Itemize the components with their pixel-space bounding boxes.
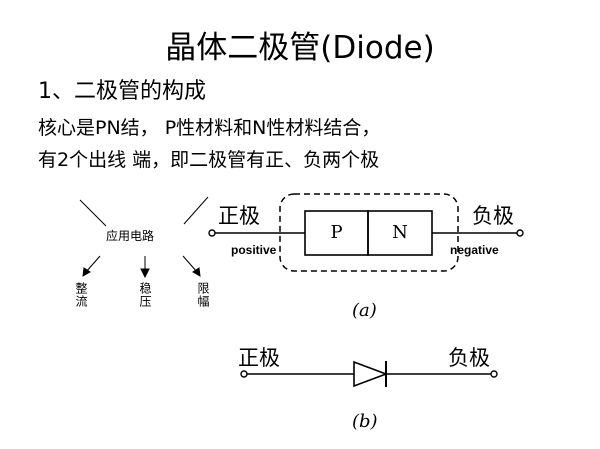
terminal-negative-b (490, 370, 498, 378)
caption-a: (a) (352, 300, 377, 321)
arrow-line-down-right (182, 255, 198, 273)
arrowhead-down-right (192, 267, 201, 277)
application-regulate-label: 稳压 (138, 282, 152, 308)
n-region-label: N (392, 222, 408, 243)
negative-pole-label-b: 负极 (448, 346, 490, 370)
arrowhead-down-mid (140, 268, 150, 279)
terminal-positive-b (240, 370, 248, 378)
negative-pole-label-a: 负极 (472, 204, 514, 228)
junction-dashed-outline (279, 193, 459, 272)
application-arrows (79, 196, 209, 279)
arrow-line-down-left (85, 255, 101, 273)
diagram-a-graphics (208, 193, 524, 272)
section-heading: 1、二极管的构成 (38, 79, 206, 104)
caption-b: (b) (352, 411, 378, 432)
arrow-line-right-top (183, 196, 209, 225)
body-line-2: 有2个出线 端，即二极管有正、负两个极 (38, 149, 380, 171)
positive-pole-label-a: 正极 (218, 204, 260, 228)
diode-triangle-icon (353, 360, 389, 388)
terminal-positive-a (208, 229, 216, 237)
positive-english-label: positive (231, 243, 277, 257)
p-region-label: P (330, 222, 343, 243)
arrowhead-down-left (82, 267, 91, 277)
application-circuit-label: 应用电路 (106, 229, 155, 243)
application-rectify-label: 整流 (74, 282, 88, 308)
page-title: 晶体二极管(Diode) (165, 30, 435, 66)
diagram-b-graphics (240, 360, 498, 388)
arrow-line-left-top (79, 199, 107, 227)
terminal-negative-a (516, 229, 524, 237)
application-limit-label: 限幅 (196, 282, 210, 308)
negative-english-label: negative (450, 243, 499, 257)
body-line-1: 核心是PN结， P性材料和N性材料结合， (38, 117, 381, 139)
positive-pole-label-b: 正极 (238, 346, 280, 370)
